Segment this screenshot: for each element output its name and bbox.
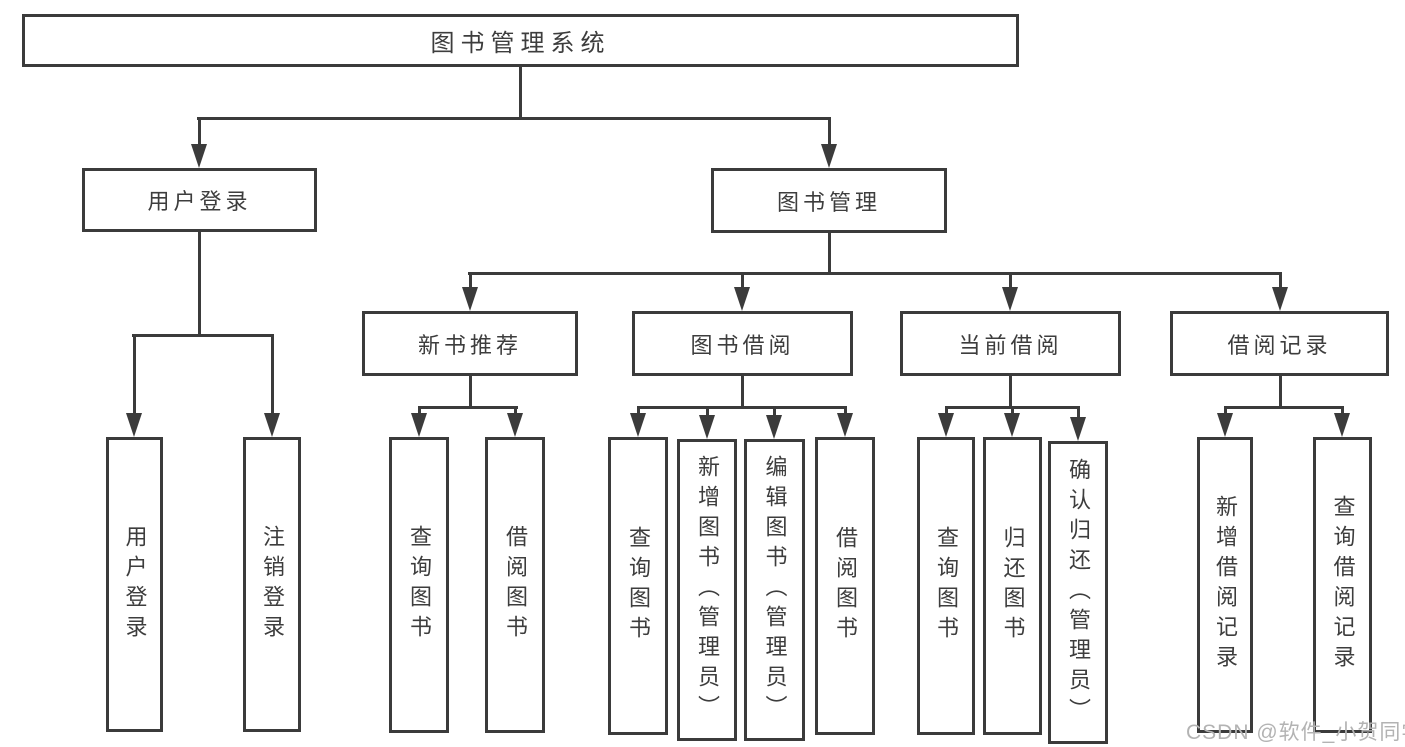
connector-line xyxy=(844,406,847,418)
arrow-down-icon xyxy=(766,415,782,439)
leaf-add-borrow-record: 新增借阅记录 xyxy=(1197,437,1253,733)
arrow-down-icon xyxy=(630,413,646,437)
leaf-logout: 注销登录 xyxy=(243,437,301,732)
leaf-query-book-current-label: 查询图书 xyxy=(934,526,959,646)
connector-line xyxy=(468,272,1281,275)
node-borrow-records-label: 借阅记录 xyxy=(1227,332,1332,358)
arrow-down-icon xyxy=(1070,417,1086,441)
connector-line xyxy=(197,117,831,120)
leaf-query-borrow-record-label: 查询借阅记录 xyxy=(1330,495,1356,675)
leaf-borrow-book-label: 借阅图书 xyxy=(833,526,858,646)
node-new-book-recommend: 新书推荐 xyxy=(362,311,578,376)
connector-line xyxy=(133,334,136,416)
leaf-borrow-book-recommend-label: 借阅图书 xyxy=(503,525,528,645)
leaf-confirm-return-admin-label: 确认归还（管理员） xyxy=(1066,457,1091,728)
node-new-book-recommend-label: 新书推荐 xyxy=(417,332,522,358)
connector-line xyxy=(198,117,201,147)
connector-line xyxy=(1077,406,1080,420)
leaf-return-book: 归还图书 xyxy=(983,437,1042,735)
arrow-down-icon xyxy=(1334,413,1350,437)
connector-line xyxy=(418,406,518,409)
connector-line xyxy=(514,406,517,418)
node-book-management-label: 图书管理 xyxy=(776,189,881,215)
node-borrow-records: 借阅记录 xyxy=(1170,311,1389,376)
arrow-down-icon xyxy=(411,413,427,437)
leaf-add-book-admin: 新增图书（管理员） xyxy=(677,439,737,741)
arrow-down-icon xyxy=(1217,413,1233,437)
connector-line xyxy=(773,406,776,418)
leaf-user-login: 用户登录 xyxy=(106,437,163,732)
arrow-down-icon xyxy=(938,413,954,437)
connector-line xyxy=(828,117,831,147)
node-user-login-label: 用户登录 xyxy=(147,189,252,214)
arrow-down-icon xyxy=(507,413,523,437)
leaf-query-book-recommend: 查询图书 xyxy=(389,437,449,733)
leaf-query-book-borrow: 查询图书 xyxy=(608,437,668,735)
arrow-down-icon xyxy=(821,144,837,168)
connector-line xyxy=(637,406,640,418)
node-current-borrow-label: 当前借阅 xyxy=(958,332,1063,358)
connector-line xyxy=(469,272,472,290)
connector-line xyxy=(741,374,744,408)
leaf-add-book-admin-label: 新增图书（管理员） xyxy=(695,455,720,725)
leaf-edit-book-admin-label: 编辑图书（管理员） xyxy=(762,455,788,725)
connector-line xyxy=(1279,374,1282,408)
node-book-borrow: 图书借阅 xyxy=(632,311,853,376)
leaf-borrow-book-recommend: 借阅图书 xyxy=(485,437,545,733)
csdn-watermark: CSDN @软件_小贺同学 xyxy=(1186,721,1405,744)
node-root-label: 图书管理系统 xyxy=(430,30,611,57)
connector-line xyxy=(1224,406,1344,409)
connector-line xyxy=(1341,406,1344,418)
arrow-down-icon xyxy=(462,287,478,311)
arrow-down-icon xyxy=(191,144,207,168)
arrow-down-icon xyxy=(837,413,853,437)
leaf-query-book-recommend-label: 查询图书 xyxy=(407,525,432,645)
leaf-logout-label: 注销登录 xyxy=(260,524,285,645)
arrow-down-icon xyxy=(1272,287,1288,311)
connector-line xyxy=(519,66,522,120)
connector-line xyxy=(741,272,744,290)
leaf-confirm-return-admin: 确认归还（管理员） xyxy=(1048,441,1108,744)
connector-line xyxy=(828,231,831,275)
leaf-query-borrow-record: 查询借阅记录 xyxy=(1313,437,1372,733)
arrow-down-icon xyxy=(734,287,750,311)
connector-line xyxy=(1279,272,1282,290)
leaf-edit-book-admin: 编辑图书（管理员） xyxy=(744,439,805,741)
arrow-down-icon xyxy=(1002,287,1018,311)
connector-line xyxy=(706,406,709,418)
connector-line xyxy=(1224,406,1227,418)
arrow-down-icon xyxy=(264,413,280,437)
connector-line xyxy=(418,406,421,418)
node-book-borrow-label: 图书借阅 xyxy=(690,332,795,358)
leaf-query-book-borrow-label: 查询图书 xyxy=(626,526,651,646)
connector-line xyxy=(271,334,274,416)
connector-line xyxy=(1009,374,1012,408)
node-book-management: 图书管理 xyxy=(711,168,947,233)
connector-line xyxy=(1011,406,1014,418)
leaf-add-borrow-record-label: 新增借阅记录 xyxy=(1213,495,1238,675)
arrow-down-icon xyxy=(1004,413,1020,437)
connector-line xyxy=(1009,272,1012,290)
arrow-down-icon xyxy=(699,415,715,439)
connector-line xyxy=(945,406,948,418)
connector-line xyxy=(637,406,846,409)
node-user-login: 用户登录 xyxy=(82,168,317,232)
connector-line xyxy=(469,374,472,408)
leaf-return-book-label: 归还图书 xyxy=(1000,526,1026,646)
arrow-down-icon xyxy=(126,413,142,437)
connector-line xyxy=(198,230,201,336)
node-root: 图书管理系统 xyxy=(22,14,1019,67)
connector-line xyxy=(132,334,274,337)
leaf-query-book-current: 查询图书 xyxy=(917,437,975,735)
leaf-borrow-book: 借阅图书 xyxy=(815,437,875,735)
node-current-borrow: 当前借阅 xyxy=(900,311,1121,376)
leaf-user-login-label: 用户登录 xyxy=(122,524,148,645)
